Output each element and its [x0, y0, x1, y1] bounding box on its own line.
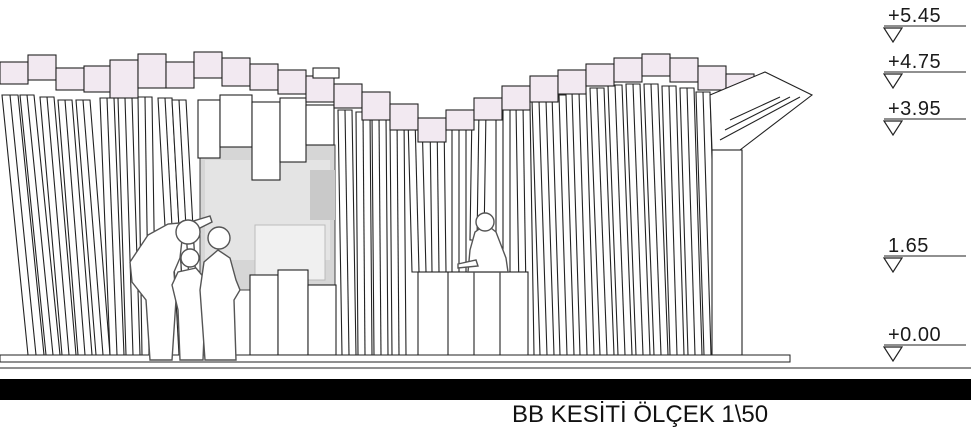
- roof-beam-box: [221, 57, 251, 87]
- roof-beam-box: [55, 67, 85, 91]
- roof-beam-box: [333, 83, 363, 109]
- roof-beam-cap: [312, 67, 340, 79]
- column-fin-edge: [82, 99, 104, 356]
- level-label: +4.75: [888, 51, 941, 73]
- seated-person-head: [475, 212, 495, 232]
- column-fin-edge: [106, 97, 118, 356]
- roof-beam-box: [137, 53, 167, 89]
- level-marker: +3.95: [882, 98, 966, 137]
- roof-beam-box: [641, 53, 671, 77]
- level-triangle-icon: [882, 346, 904, 363]
- roof-beam-box: [529, 75, 559, 103]
- level-marker: +0.00: [882, 324, 966, 363]
- column-fin-edge: [614, 84, 626, 356]
- roof-beam-box: [0, 61, 29, 85]
- drawing-caption: BB KESİTİ ÖLÇEK 1\50: [512, 401, 768, 428]
- adult-head: [175, 219, 201, 245]
- woman-silhouette: [199, 249, 241, 361]
- roof-beam-box: [473, 97, 503, 121]
- roof-beam-box: [697, 65, 727, 91]
- roof-beam-box: [557, 69, 587, 95]
- child-head: [180, 248, 200, 268]
- roof-beam-box: [109, 59, 139, 99]
- roof-beam-box: [165, 61, 195, 89]
- level-label: +5.45: [888, 5, 941, 27]
- column-fin-edge: [596, 87, 608, 356]
- column-fin-edge: [702, 91, 712, 356]
- column-fin-edge: [344, 109, 350, 356]
- hanging-baffles: [197, 94, 337, 356]
- level-label: +3.95: [888, 98, 941, 120]
- column-fin-edge: [414, 117, 420, 273]
- column-fin-edge: [9, 94, 37, 356]
- roof-beam-boxes: [0, 51, 755, 143]
- right-cantilever: [709, 71, 814, 356]
- woman-head: [207, 226, 231, 250]
- level-marker: +4.75: [882, 51, 966, 90]
- column-fin-edge: [436, 119, 440, 273]
- roof-beam-box: [417, 117, 447, 143]
- roof-beam-box: [389, 103, 419, 131]
- column-fin-edge: [362, 111, 366, 356]
- column-fin-edge: [558, 94, 568, 356]
- seated-person-arm: [457, 259, 479, 269]
- column-fins: [1, 83, 719, 356]
- column-fin-edge: [378, 114, 382, 356]
- column-fin-edge: [686, 87, 696, 356]
- column-fin-edge: [46, 96, 70, 356]
- level-label: 1.65: [888, 235, 929, 257]
- counter-block: [417, 271, 529, 357]
- roof-beam-box: [361, 91, 391, 121]
- level-label: +0.00: [888, 324, 941, 346]
- column-fin-edge: [578, 91, 588, 356]
- people-silhouettes: [129, 212, 509, 361]
- ground-band: [0, 379, 971, 400]
- column-fin-edge: [538, 99, 548, 356]
- roof-beam-box: [669, 57, 699, 83]
- level-triangle-icon: [882, 73, 904, 90]
- roof-beam-box: [193, 51, 223, 79]
- level-triangle-icon: [882, 27, 904, 44]
- level-marker: 1.65: [882, 235, 966, 274]
- column-fin-edge: [124, 97, 134, 356]
- level-triangle-icon: [882, 120, 904, 137]
- column-fin-edge: [64, 99, 86, 356]
- floor-slab: [0, 354, 971, 369]
- roof-beam-box: [445, 109, 475, 131]
- roof-beam-box: [585, 63, 615, 87]
- level-marker: +5.45: [882, 5, 966, 44]
- level-markers: +5.45 +4.75 +3.95 1.65 +0.00: [882, 5, 966, 363]
- column-fin-edge: [632, 83, 644, 356]
- column-fin-edge: [26, 94, 54, 356]
- column-fin-edge: [668, 85, 678, 356]
- column-fin-edge: [650, 83, 662, 356]
- roof-beam-box: [249, 63, 279, 91]
- roof-beam-box: [83, 65, 113, 93]
- roof-beam-box: [305, 75, 335, 103]
- level-triangle-icon: [882, 257, 904, 274]
- roof-beam-box: [277, 69, 307, 95]
- roof-beam-box: [501, 85, 531, 111]
- roof-beam-box: [27, 54, 57, 81]
- roof-beam-box: [613, 57, 643, 83]
- column-fin-edge: [396, 117, 400, 356]
